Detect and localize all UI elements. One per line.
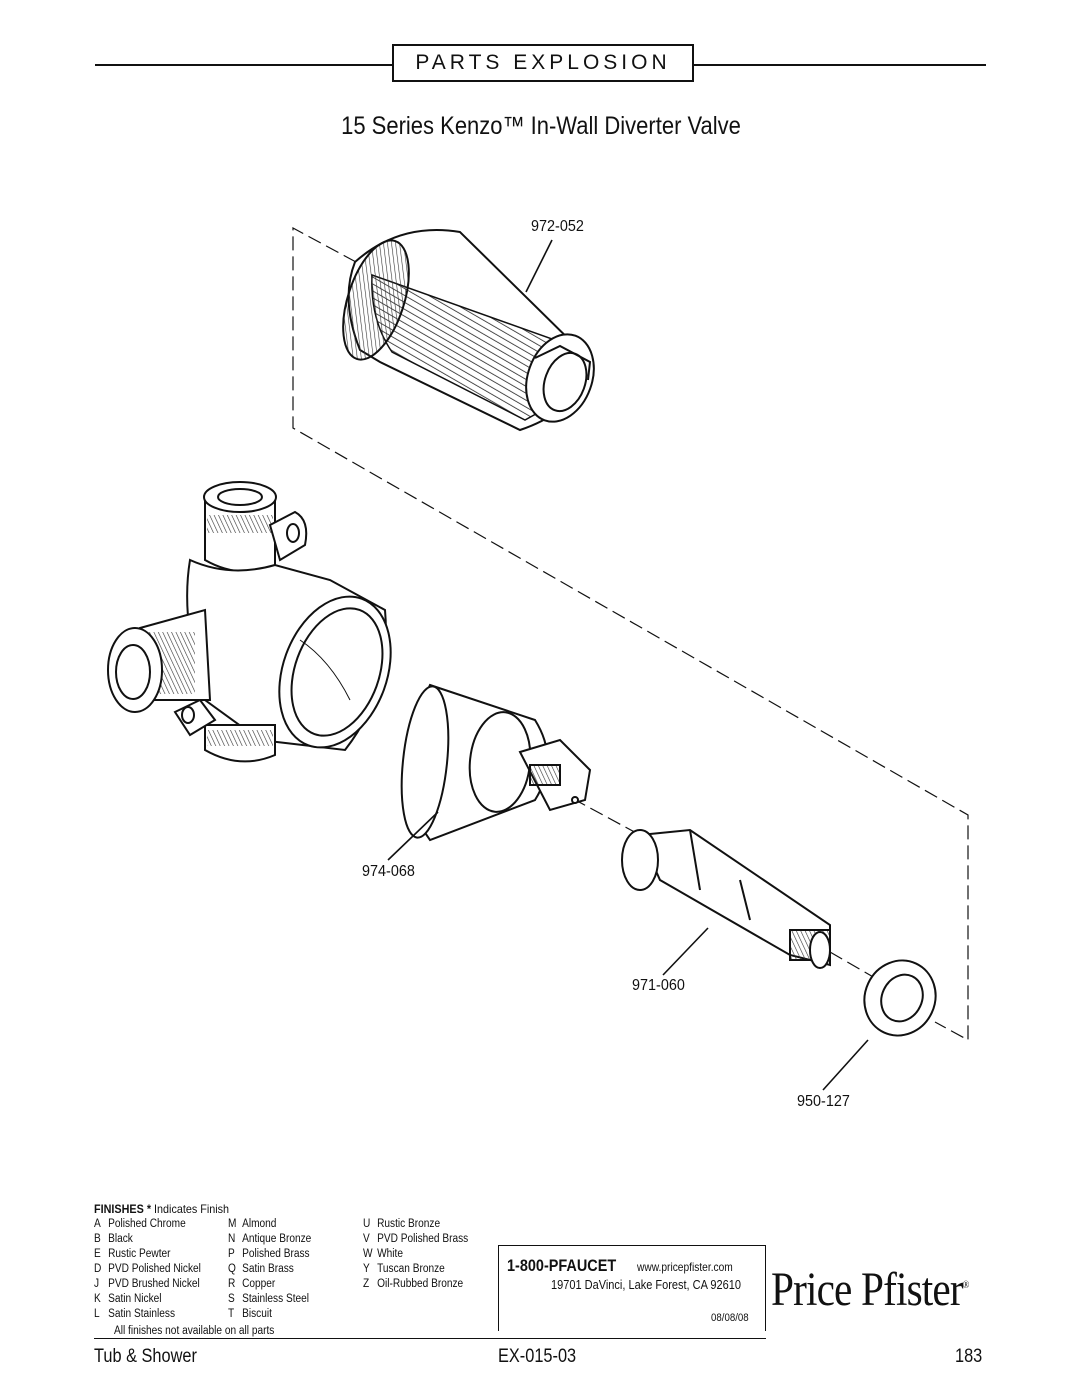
finishes-heading: FINISHES xyxy=(94,1202,144,1216)
part-974-068-cartridge xyxy=(400,683,592,842)
price-pfister-logo: Price Pfister® xyxy=(771,1262,969,1317)
website-link[interactable]: www.pricepfister.com xyxy=(637,1260,733,1274)
finishes-title: FINISHES * Indicates Finish xyxy=(94,1202,229,1216)
footer-doc-code: EX-015-03 xyxy=(498,1346,577,1367)
contact-box: 1-800-PFAUCET www.pricepfister.com 19701… xyxy=(498,1245,766,1331)
exploded-diagram xyxy=(107,226,969,1091)
address: 19701 DaVinci, Lake Forest, CA 92610 xyxy=(551,1278,741,1292)
registered-mark: ® xyxy=(962,1280,969,1291)
part-950-127-ring xyxy=(863,959,937,1037)
finishes-note: All finishes not available on all parts xyxy=(114,1325,275,1337)
header-rule-left xyxy=(95,64,392,66)
bottom-rule xyxy=(94,1338,766,1339)
logo-text: Price Pfister xyxy=(771,1263,964,1316)
revision-date: 08/08/08 xyxy=(711,1312,749,1324)
part-label-950-127: 950-127 xyxy=(797,1093,850,1110)
part-971-060-stem xyxy=(621,828,831,969)
header-rule-right xyxy=(694,64,986,66)
leader-lines xyxy=(387,239,869,1091)
footer-category: Tub & Shower xyxy=(94,1346,197,1367)
part-label-974-068: 974-068 xyxy=(362,863,415,880)
part-label-972-052: 972-052 xyxy=(531,218,584,235)
finishes-marker: * xyxy=(146,1202,152,1216)
banner-text: PARTS EXPLOSION xyxy=(415,51,671,74)
footer-page-number: 183 xyxy=(955,1346,983,1367)
part-label-971-060: 971-060 xyxy=(632,977,685,994)
phone-number: 1-800-PFAUCET xyxy=(507,1256,617,1275)
parts-explosion-banner: PARTS EXPLOSION xyxy=(392,44,694,82)
part-972-052-extension-sleeve xyxy=(342,229,595,432)
page-title: 15 Series Kenzo™ In-Wall Diverter Valve xyxy=(341,112,741,140)
valve-body xyxy=(107,481,392,763)
finishes-subtitle: Indicates Finish xyxy=(154,1202,230,1216)
